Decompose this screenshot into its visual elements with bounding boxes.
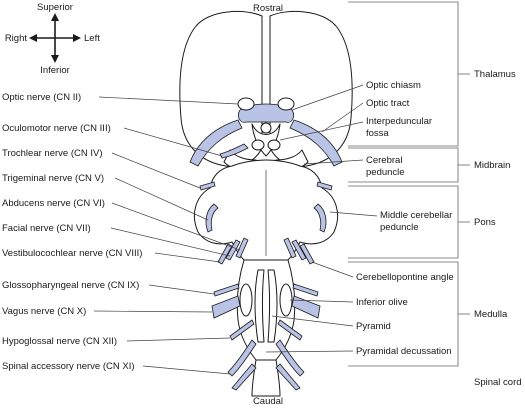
label-pyramidal-decussation: Pyramidal decussation [356, 346, 452, 357]
label-inferior: Inferior [40, 65, 70, 76]
arrow-up-icon [51, 13, 59, 21]
label-optic-chiasm: Optic chiasm [366, 80, 421, 91]
label-trochlear-nerve: Trochlear nerve (CN IV) [2, 148, 102, 159]
label-right: Right [5, 33, 28, 44]
label-abducens-nerve: Abducens nerve (CN VI) [2, 198, 105, 209]
label-medulla: Medulla [474, 309, 508, 320]
hypoglossal-nerve [229, 319, 255, 341]
spinal-cord [251, 359, 281, 397]
optic-chiasm [238, 103, 294, 123]
facial-nerve [225, 239, 241, 261]
mammillary-body [260, 122, 272, 134]
label-spinal-accessory-nerve: Spinal accessory nerve (CN XI) [2, 361, 135, 372]
thalamus-left-lobe [269, 10, 353, 167]
pyramid-left [267, 269, 278, 343]
label-midbrain: Midbrain [474, 160, 510, 171]
arrow-right-icon [73, 34, 81, 42]
vagus-nerve-left [291, 295, 321, 319]
label-middle-cerebellar-line2: peduncle [380, 222, 419, 233]
label-optic-nerve: Optic nerve (CN II) [2, 92, 81, 103]
arrow-down-icon [51, 55, 59, 63]
label-middle-cerebellar-line1: Middle cerebellar [380, 210, 452, 221]
label-interpeduncular-line2: fossa [366, 128, 389, 139]
left-labels: Optic nerve (CN II) Oculomotor nerve (CN… [2, 92, 142, 372]
label-facial-nerve: Facial nerve (CN VII) [2, 223, 91, 234]
glossopharyngeal-nerve [213, 283, 240, 297]
spinal-root-right [231, 363, 257, 391]
optic-tract-right [189, 119, 243, 167]
pyramid-right [254, 269, 265, 343]
label-thalamus: Thalamus [474, 69, 516, 80]
thalamus-right-lobe [179, 10, 263, 167]
orientation-compass: Superior Inferior Right Left [5, 2, 100, 76]
label-trigeminal-nerve: Trigeminal nerve (CN V) [2, 173, 104, 184]
arrow-left-icon [29, 34, 37, 42]
inferior-olive-right [239, 283, 253, 317]
trochlear-nerve-left [316, 181, 333, 191]
optic-nerve-stump-right [237, 97, 255, 111]
region-labels: Thalamus Midbrain Pons Medulla Spinal co… [474, 69, 522, 388]
trochlear-nerve-right [199, 181, 216, 191]
right-leader-lines [265, 84, 378, 353]
region-brackets [348, 1, 470, 367]
optic-nerve-stump-left [277, 97, 295, 111]
label-cerebral-peduncle-line1: Cerebral [366, 155, 402, 166]
mammillary-left [267, 139, 281, 151]
label-hypoglossal-nerve: Hypoglossal nerve (CN XII) [2, 336, 117, 347]
trigeminal-nerve-left [313, 203, 327, 233]
abducens-nerve [235, 237, 249, 259]
label-cerebral-peduncle-line2: peduncle [366, 167, 405, 178]
optic-tract-left [289, 119, 343, 167]
label-caudal: Caudal [253, 396, 283, 407]
label-interpeduncular-line1: Interpeduncular [366, 116, 432, 127]
label-pyramid: Pyramid [356, 321, 391, 332]
right-labels: Optic chiasm Optic tract Interpeduncular… [356, 80, 454, 357]
glossopharyngeal-nerve-left [292, 283, 319, 297]
label-left: Left [84, 33, 100, 44]
vestibulocochlear-nerve [217, 243, 233, 265]
hypoglossal-nerve-left [277, 319, 303, 341]
label-inferior-olive: Inferior olive [356, 297, 408, 308]
label-superior: Superior [37, 2, 73, 13]
left-leader-lines [93, 96, 241, 375]
mammillary-right [251, 139, 265, 151]
label-glossopharyngeal-nerve: Glossopharyngeal nerve (CN IX) [2, 280, 139, 291]
facial-nerve-left [291, 239, 307, 261]
brainstem-drawing [179, 10, 353, 397]
vestibulocochlear-nerve-left [299, 243, 315, 265]
label-oculomotor-nerve: Oculomotor nerve (CN III) [2, 123, 111, 134]
label-optic-tract: Optic tract [366, 98, 410, 109]
spinal-root-left [275, 363, 301, 391]
spinal-accessory-nerve [227, 339, 257, 377]
label-spinal-cord: Spinal cord [474, 377, 522, 388]
label-vestibulocochlear-nerve: Vestibulocochlear nerve (CN VIII) [2, 248, 142, 259]
abducens-nerve-left [283, 237, 297, 259]
vagus-nerve [211, 295, 241, 319]
label-rostral: Rostral [253, 3, 283, 14]
oculomotor-nerve [219, 143, 249, 159]
label-vagus-nerve: Vagus nerve (CN X) [2, 306, 86, 317]
trigeminal-nerve-right [205, 203, 219, 233]
label-cerebellopontine-angle: Cerebellopontine angle [356, 272, 454, 283]
label-pons: Pons [474, 217, 496, 228]
